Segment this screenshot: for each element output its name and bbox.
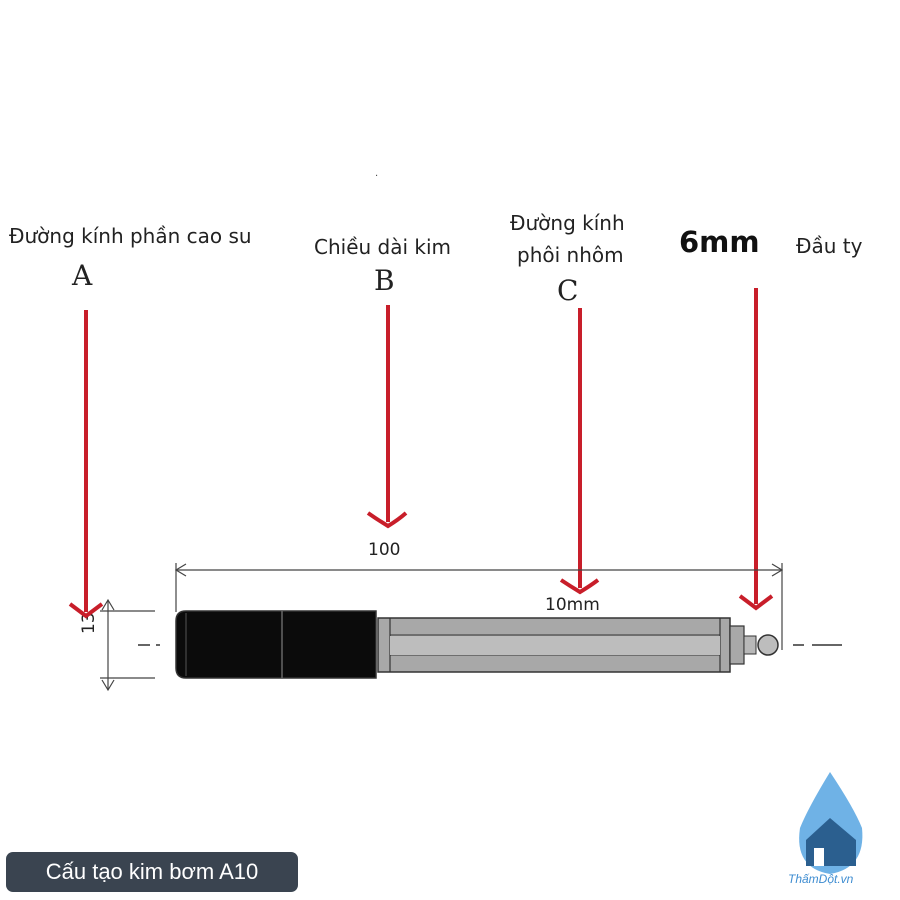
rubber-section (175, 610, 377, 679)
label-tip: Đầu ty (796, 234, 863, 258)
letter-b: B (374, 264, 395, 297)
arrow-c (559, 308, 600, 595)
label-rubber-diameter: Đường kính phần cao su (9, 224, 252, 248)
letter-c: C (557, 274, 579, 307)
arrow-b (366, 305, 408, 529)
rubber-dimension-line (100, 598, 155, 692)
label-needle-length: Chiều dài kim (314, 235, 452, 259)
brand-logo-icon (799, 772, 863, 874)
stray-dot: . (375, 168, 379, 179)
label-aluminum-diameter-line1: Đường kính (510, 211, 625, 235)
aluminum-body (377, 617, 779, 673)
caption-badge: Cấu tạo kim bơm A10 (6, 852, 298, 892)
letter-a: A (72, 259, 93, 292)
arrow-tip (738, 288, 774, 611)
dimension-body-diameter: 10mm (545, 595, 600, 615)
tip-size-label: 6mm (679, 225, 760, 259)
label-aluminum-diameter-line2: phôi nhôm (517, 243, 624, 267)
dimension-length: 100 (368, 540, 401, 560)
length-dimension-line (174, 563, 784, 650)
brand-name: ThấmDột.vn (788, 872, 854, 886)
arrow-a (68, 310, 104, 619)
